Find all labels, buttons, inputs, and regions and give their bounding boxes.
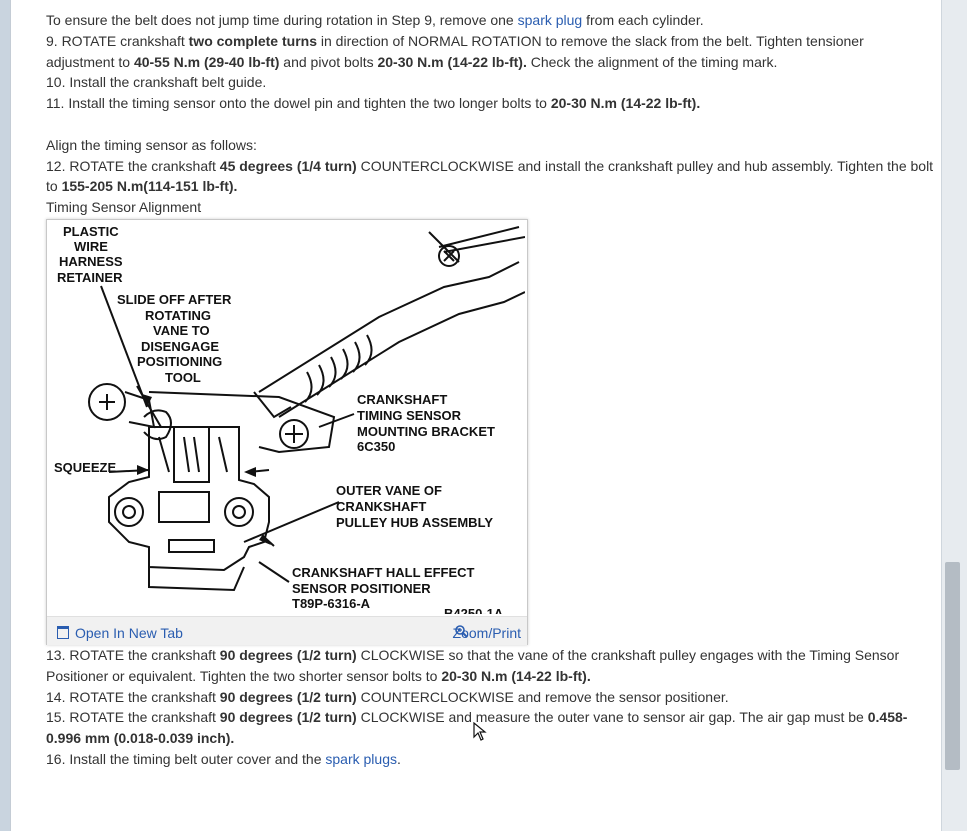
text-segment: in direction of NORMAL ROTATION to remov…: [46, 32, 864, 70]
bold-text: 20-30 N.m (14-22 lb-ft).: [377, 53, 527, 70]
step-16-paragraph: 16. Install the timing belt outer cover …: [46, 749, 936, 770]
step-12-paragraph: 12. ROTATE the crankshaft 45 degrees (1/…: [46, 156, 936, 198]
open-in-new-tab-label: Open In New Tab: [75, 624, 183, 641]
left-frame-bar: [0, 0, 10, 831]
text-segment: .: [396, 750, 401, 767]
step-note-paragraph: To ensure the belt does not jump time du…: [46, 10, 936, 31]
bold-text: 45 degrees (1/4 turn): [219, 157, 357, 174]
open-in-new-tab-link[interactable]: Open In New Tab: [57, 623, 183, 644]
timing-sensor-figure[interactable]: PLASTIC WIRE HARNESS RETAINER SLIDE OFF …: [46, 218, 528, 645]
text-segment: 11. Install the timing sensor onto the d…: [46, 95, 551, 112]
bold-text: 90 degrees (1/2 turn): [219, 688, 357, 705]
step-15-paragraph: 15. ROTATE the crankshaft 90 degrees (1/…: [46, 707, 936, 749]
text-segment: To ensure the belt does not jump time du…: [46, 12, 518, 28]
step-14-paragraph: 14. ROTATE the crankshaft 90 degrees (1/…: [46, 687, 936, 708]
bold-text: 20-30 N.m (14-22 lb-ft).: [441, 667, 591, 684]
mounting-bracket-label: CRANKSHAFT TIMING SENSOR MOUNTING BRACKE…: [357, 392, 499, 454]
plastic-retainer-label: PLASTIC WIRE HARNESS RETAINER: [57, 224, 126, 285]
diagram-drawing: [88, 225, 525, 591]
step-10-paragraph: 10. Install the crankshaft belt guide.: [46, 74, 267, 91]
text-segment: CLOCKWISE so that the vane of the cranks…: [46, 646, 900, 684]
bold-text: 90 degrees (1/2 turn): [219, 709, 357, 726]
step-9-paragraph: 9. ROTATE crankshaft two complete turns …: [46, 31, 936, 73]
zoom-print-label: Zoom/Print: [452, 624, 521, 641]
text-segment: 12. ROTATE the crankshaft: [46, 157, 220, 174]
text-segment: 13. ROTATE the crankshaft: [46, 646, 220, 663]
article-content: To ensure the belt does not jump time du…: [46, 10, 936, 770]
bold-text: two complete turns: [188, 32, 317, 49]
bold-text: 155-205 N.m(114-151 lb-ft).: [61, 178, 238, 195]
figure-caption: Timing Sensor Alignment: [46, 199, 202, 216]
scrollbar-thumb[interactable]: [945, 562, 960, 770]
figure-footer: Open In New Tab Zoom/Print: [47, 615, 527, 645]
zoom-print-link[interactable]: Zoom/Print: [453, 623, 521, 644]
spark-plugs-link[interactable]: spark plugs: [325, 750, 397, 767]
align-intro-paragraph: Align the timing sensor as follows:: [46, 136, 257, 153]
bold-text: 0.458-0.996 mm (0.018-0.039 inch).: [46, 709, 908, 747]
text-segment: Check the alignment of the timing mark.: [526, 53, 778, 70]
vertical-scrollbar[interactable]: [941, 0, 967, 831]
timing-sensor-diagram: PLASTIC WIRE HARNESS RETAINER SLIDE OFF …: [54, 224, 525, 614]
text-segment: and pivot bolts: [279, 53, 378, 70]
hall-effect-label: CRANKSHAFT HALL EFFECT SENSOR POSITIONER…: [292, 565, 478, 611]
step-13-paragraph: 13. ROTATE the crankshaft 90 degrees (1/…: [46, 645, 936, 687]
diagram-code: B4250-1A: [444, 606, 504, 614]
outer-vane-label: OUTER VANE OF CRANKSHAFT PULLEY HUB ASSE…: [336, 483, 493, 530]
step-11-paragraph: 11. Install the timing sensor onto the d…: [46, 93, 936, 114]
mouse-cursor-icon: [473, 722, 487, 741]
diagram-arrows: [137, 393, 271, 545]
text-segment: from each cylinder.: [582, 12, 704, 28]
bold-text: 40-55 N.m (29-40 lb-ft): [133, 53, 280, 70]
slide-off-label: SLIDE OFF AFTER ROTATING VANE TO DISENGA…: [117, 292, 235, 385]
open-in-new-tab-icon: [57, 625, 69, 639]
text-segment: COUNTERCLOCKWISE and remove the sensor p…: [356, 688, 729, 705]
spark-plug-link[interactable]: spark plug: [517, 12, 583, 28]
text-segment: 9. ROTATE crankshaft: [46, 32, 189, 49]
text-segment: 15. ROTATE the crankshaft: [46, 709, 220, 726]
text-segment: CLOCKWISE and measure the outer vane to …: [356, 709, 868, 726]
zoom-icon: [454, 625, 468, 638]
text-segment: 16. Install the timing belt outer cover …: [46, 750, 326, 767]
squeeze-label: SQUEEZE: [54, 460, 116, 475]
text-segment: COUNTERCLOCKWISE and install the cranksh…: [46, 157, 934, 195]
content-panel: To ensure the belt does not jump time du…: [10, 0, 943, 831]
bold-text: 90 degrees (1/2 turn): [219, 646, 357, 663]
bold-text: 20-30 N.m (14-22 lb-ft).: [550, 95, 701, 112]
text-segment: 14. ROTATE the crankshaft: [46, 688, 220, 705]
